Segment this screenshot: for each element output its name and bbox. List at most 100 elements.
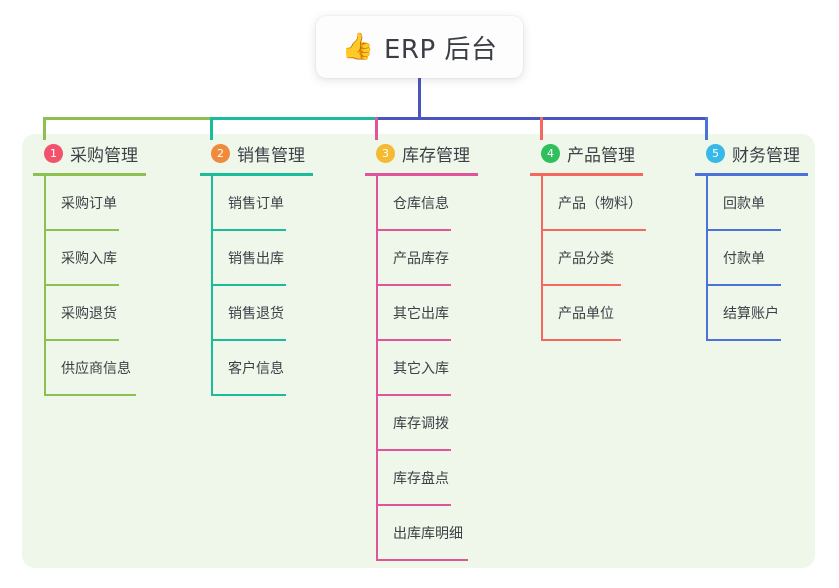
branch-stub-4 — [540, 117, 543, 140]
leaf-node[interactable]: 库存调拨 — [376, 396, 530, 451]
branch-badge-3: 3 — [376, 143, 395, 163]
leaf-rule — [376, 229, 451, 231]
leaf-rule — [376, 559, 468, 561]
leaf-node[interactable]: 出库库明细 — [376, 506, 530, 561]
leaf-label: 库存盘点 — [393, 471, 449, 487]
branch-column-2: 2 销售管理销售订单销售出库销售退货客户信息 — [200, 140, 350, 396]
branch-badge-5: 5 — [706, 143, 725, 163]
branch-badge-2: 2 — [211, 143, 230, 163]
leaf-rule — [376, 284, 451, 286]
branch-header-3[interactable]: 3 库存管理 — [365, 140, 530, 166]
branch-column-4: 4 产品管理产品（物料） 产品分类产品单位 — [530, 140, 690, 341]
branch-header-1[interactable]: 1 采购管理 — [33, 140, 183, 166]
branch-header-rule-1 — [33, 173, 146, 176]
leaf-node[interactable]: 其它出库 — [376, 286, 530, 341]
leaf-node[interactable]: 销售出库 — [211, 231, 350, 286]
branch-header-4[interactable]: 4 产品管理 — [530, 140, 690, 166]
leaf-rule — [541, 339, 621, 341]
branch-column-3: 3 库存管理仓库信息产品库存其它出库其它入库库存调拨库存盘点出库库明细 — [365, 140, 530, 561]
leaf-label: 其它出库 — [393, 306, 449, 322]
leaf-node[interactable]: 客户信息 — [211, 341, 350, 396]
branch-stub-2 — [210, 117, 213, 140]
leaf-node[interactable]: 产品库存 — [376, 231, 530, 286]
branch-spine-1 — [44, 176, 46, 396]
branch-spine-5 — [706, 176, 708, 341]
leaf-node[interactable]: 库存盘点 — [376, 451, 530, 506]
leaf-node[interactable]: 仓库信息 — [376, 176, 530, 231]
leaf-list-5: 回款单付款单结算账户 — [695, 176, 815, 341]
leaf-rule — [706, 339, 781, 341]
leaf-rule — [376, 449, 451, 451]
leaf-label: 采购退货 — [61, 306, 117, 322]
diagram-panel — [22, 134, 815, 568]
leaf-label: 结算账户 — [723, 306, 779, 322]
leaf-rule — [44, 339, 119, 341]
leaf-node[interactable]: 销售退货 — [211, 286, 350, 341]
trunk-line — [418, 78, 421, 120]
leaf-list-4: 产品（物料） 产品分类产品单位 — [530, 176, 690, 341]
leaf-label: 销售出库 — [228, 251, 284, 267]
leaf-list-2: 销售订单销售出库销售退货客户信息 — [200, 176, 350, 396]
branch-spine-3 — [376, 176, 378, 561]
leaf-label: 出库库明细 — [393, 526, 463, 542]
leaf-label: 库存调拨 — [393, 416, 449, 432]
leaf-node[interactable]: 其它入库 — [376, 341, 530, 396]
leaf-node[interactable]: 供应商信息 — [44, 341, 183, 396]
bus-segment-3 — [375, 117, 543, 120]
leaf-label: 销售订单 — [228, 196, 284, 212]
leaf-label: 销售退货 — [228, 306, 284, 322]
leaf-label: 产品单位 — [558, 306, 614, 322]
leaf-node[interactable]: 回款单 — [706, 176, 815, 231]
leaf-rule — [376, 394, 451, 396]
leaf-node[interactable]: 采购入库 — [44, 231, 183, 286]
branch-header-rule-4 — [530, 173, 643, 176]
branch-column-1: 1 采购管理采购订单采购入库采购退货供应商信息 — [33, 140, 183, 396]
branch-title-3: 库存管理 — [402, 145, 470, 166]
leaf-node[interactable]: 产品分类 — [541, 231, 690, 286]
leaf-node[interactable]: 采购退货 — [44, 286, 183, 341]
branch-header-rule-2 — [200, 173, 313, 176]
leaf-node[interactable]: 付款单 — [706, 231, 815, 286]
branch-badge-4: 4 — [541, 143, 560, 163]
branch-header-rule-3 — [365, 173, 478, 176]
leaf-rule — [376, 504, 451, 506]
leaf-label: 回款单 — [723, 196, 765, 212]
bus-segment-4 — [540, 117, 708, 120]
leaf-rule — [541, 229, 646, 231]
leaf-rule — [541, 284, 621, 286]
leaf-node[interactable]: 销售订单 — [211, 176, 350, 231]
branch-title-1: 采购管理 — [70, 145, 138, 166]
leaf-label: 产品分类 — [558, 251, 614, 267]
leaf-list-3: 仓库信息产品库存其它出库其它入库库存调拨库存盘点出库库明细 — [365, 176, 530, 561]
leaf-node[interactable]: 结算账户 — [706, 286, 815, 341]
leaf-rule — [211, 339, 286, 341]
leaf-label: 采购订单 — [61, 196, 117, 212]
leaf-rule — [44, 394, 136, 396]
branch-title-4: 产品管理 — [567, 145, 635, 166]
branch-stub-1 — [43, 117, 46, 140]
leaf-label: 产品库存 — [393, 251, 449, 267]
branch-spine-2 — [211, 176, 213, 396]
leaf-node[interactable]: 采购订单 — [44, 176, 183, 231]
leaf-rule — [211, 284, 286, 286]
leaf-label: 产品（物料） — [558, 196, 642, 212]
leaf-label: 供应商信息 — [61, 361, 131, 377]
root-node-card[interactable]: 👍 ERP 后台 — [316, 16, 523, 78]
leaf-node[interactable]: 产品（物料） — [541, 176, 690, 231]
leaf-label: 采购入库 — [61, 251, 117, 267]
leaf-rule — [44, 229, 119, 231]
branch-badge-1: 1 — [44, 143, 63, 163]
leaf-node[interactable]: 产品单位 — [541, 286, 690, 341]
bus-segment-2 — [210, 117, 378, 120]
leaf-rule — [211, 394, 286, 396]
root-node-title: ERP 后台 — [383, 34, 498, 65]
leaf-rule — [706, 229, 781, 231]
branch-header-rule-5 — [695, 173, 808, 176]
branch-header-2[interactable]: 2 销售管理 — [200, 140, 350, 166]
thumbs-up-icon: 👍 — [341, 32, 374, 62]
branch-title-2: 销售管理 — [237, 145, 305, 166]
leaf-list-1: 采购订单采购入库采购退货供应商信息 — [33, 176, 183, 396]
branch-stub-3 — [375, 117, 378, 140]
